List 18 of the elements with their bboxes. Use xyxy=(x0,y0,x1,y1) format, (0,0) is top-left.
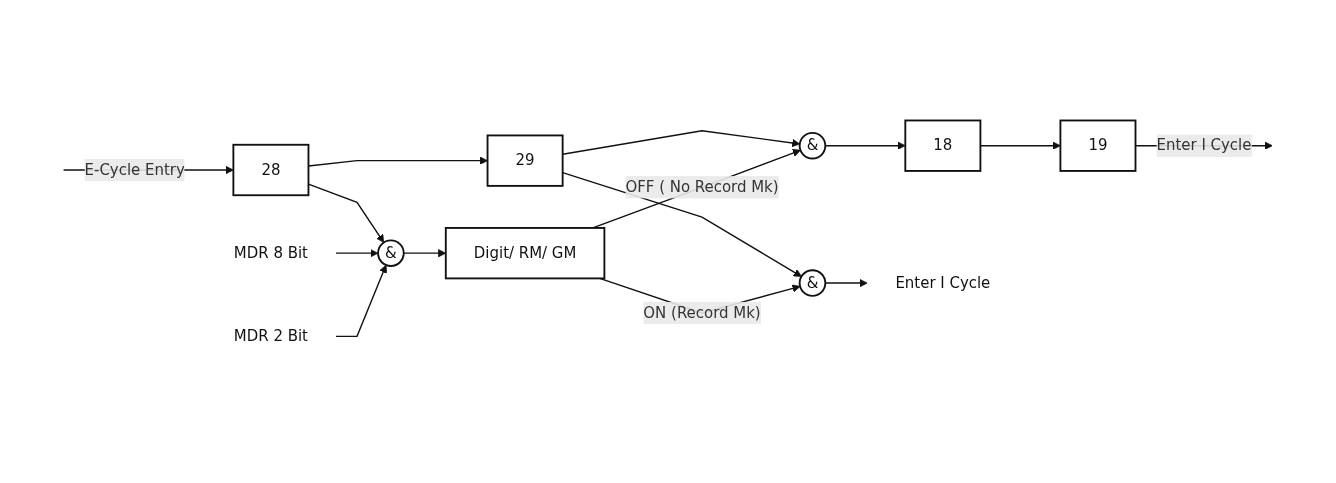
arrow xyxy=(335,265,388,338)
arrow xyxy=(592,149,801,230)
node-box: 28 xyxy=(232,144,310,197)
node-circle: & xyxy=(798,132,827,160)
edge-label: Enter I Cycle xyxy=(1156,136,1252,155)
node-box: Digit/ RM/ GM xyxy=(444,227,606,280)
node-circle: & xyxy=(798,269,827,298)
node-text: MDR 2 Bit xyxy=(233,327,308,346)
node-box: 19 xyxy=(1059,120,1137,173)
node-box: 18 xyxy=(904,120,982,173)
node-circle: & xyxy=(377,239,405,268)
node-box: 29 xyxy=(486,134,564,188)
edge-label: E-Cycle Entry xyxy=(84,161,185,179)
node-text: Enter I Cycle xyxy=(895,274,991,292)
edge-label: OFF ( No Record Mk) xyxy=(625,178,779,197)
node-text: MDR 8 Bit xyxy=(233,244,308,263)
arrow xyxy=(335,249,379,258)
edge-label: ON (Record Mk) xyxy=(643,304,761,322)
